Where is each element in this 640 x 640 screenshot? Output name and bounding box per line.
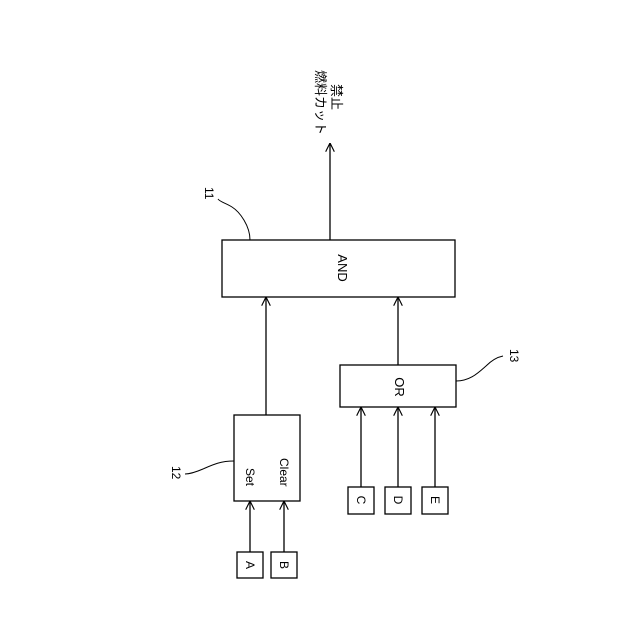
input-e-label: E [428, 496, 442, 504]
flipflop-ref-number: 12 [169, 466, 183, 480]
output-label: 燃料カット 禁止 [313, 70, 344, 135]
and-ref-leader [218, 199, 250, 240]
and-ref-number: 11 [202, 187, 216, 200]
clear-label: Clear [277, 458, 291, 487]
or-ref-number: 13 [507, 349, 521, 363]
output-label-line1: 燃料カット [313, 70, 328, 135]
and-label: AND [335, 254, 350, 281]
or-ref-leader [456, 356, 503, 381]
output-label-line2: 禁止 [329, 84, 344, 110]
or-label: OR [392, 377, 407, 397]
flipflop-ref-leader [185, 461, 234, 474]
input-c-label: C [354, 496, 368, 505]
set-label: Set [243, 468, 257, 487]
input-d-label: D [391, 496, 405, 505]
input-a-label: A [243, 561, 257, 569]
input-b-label: B [277, 561, 291, 569]
